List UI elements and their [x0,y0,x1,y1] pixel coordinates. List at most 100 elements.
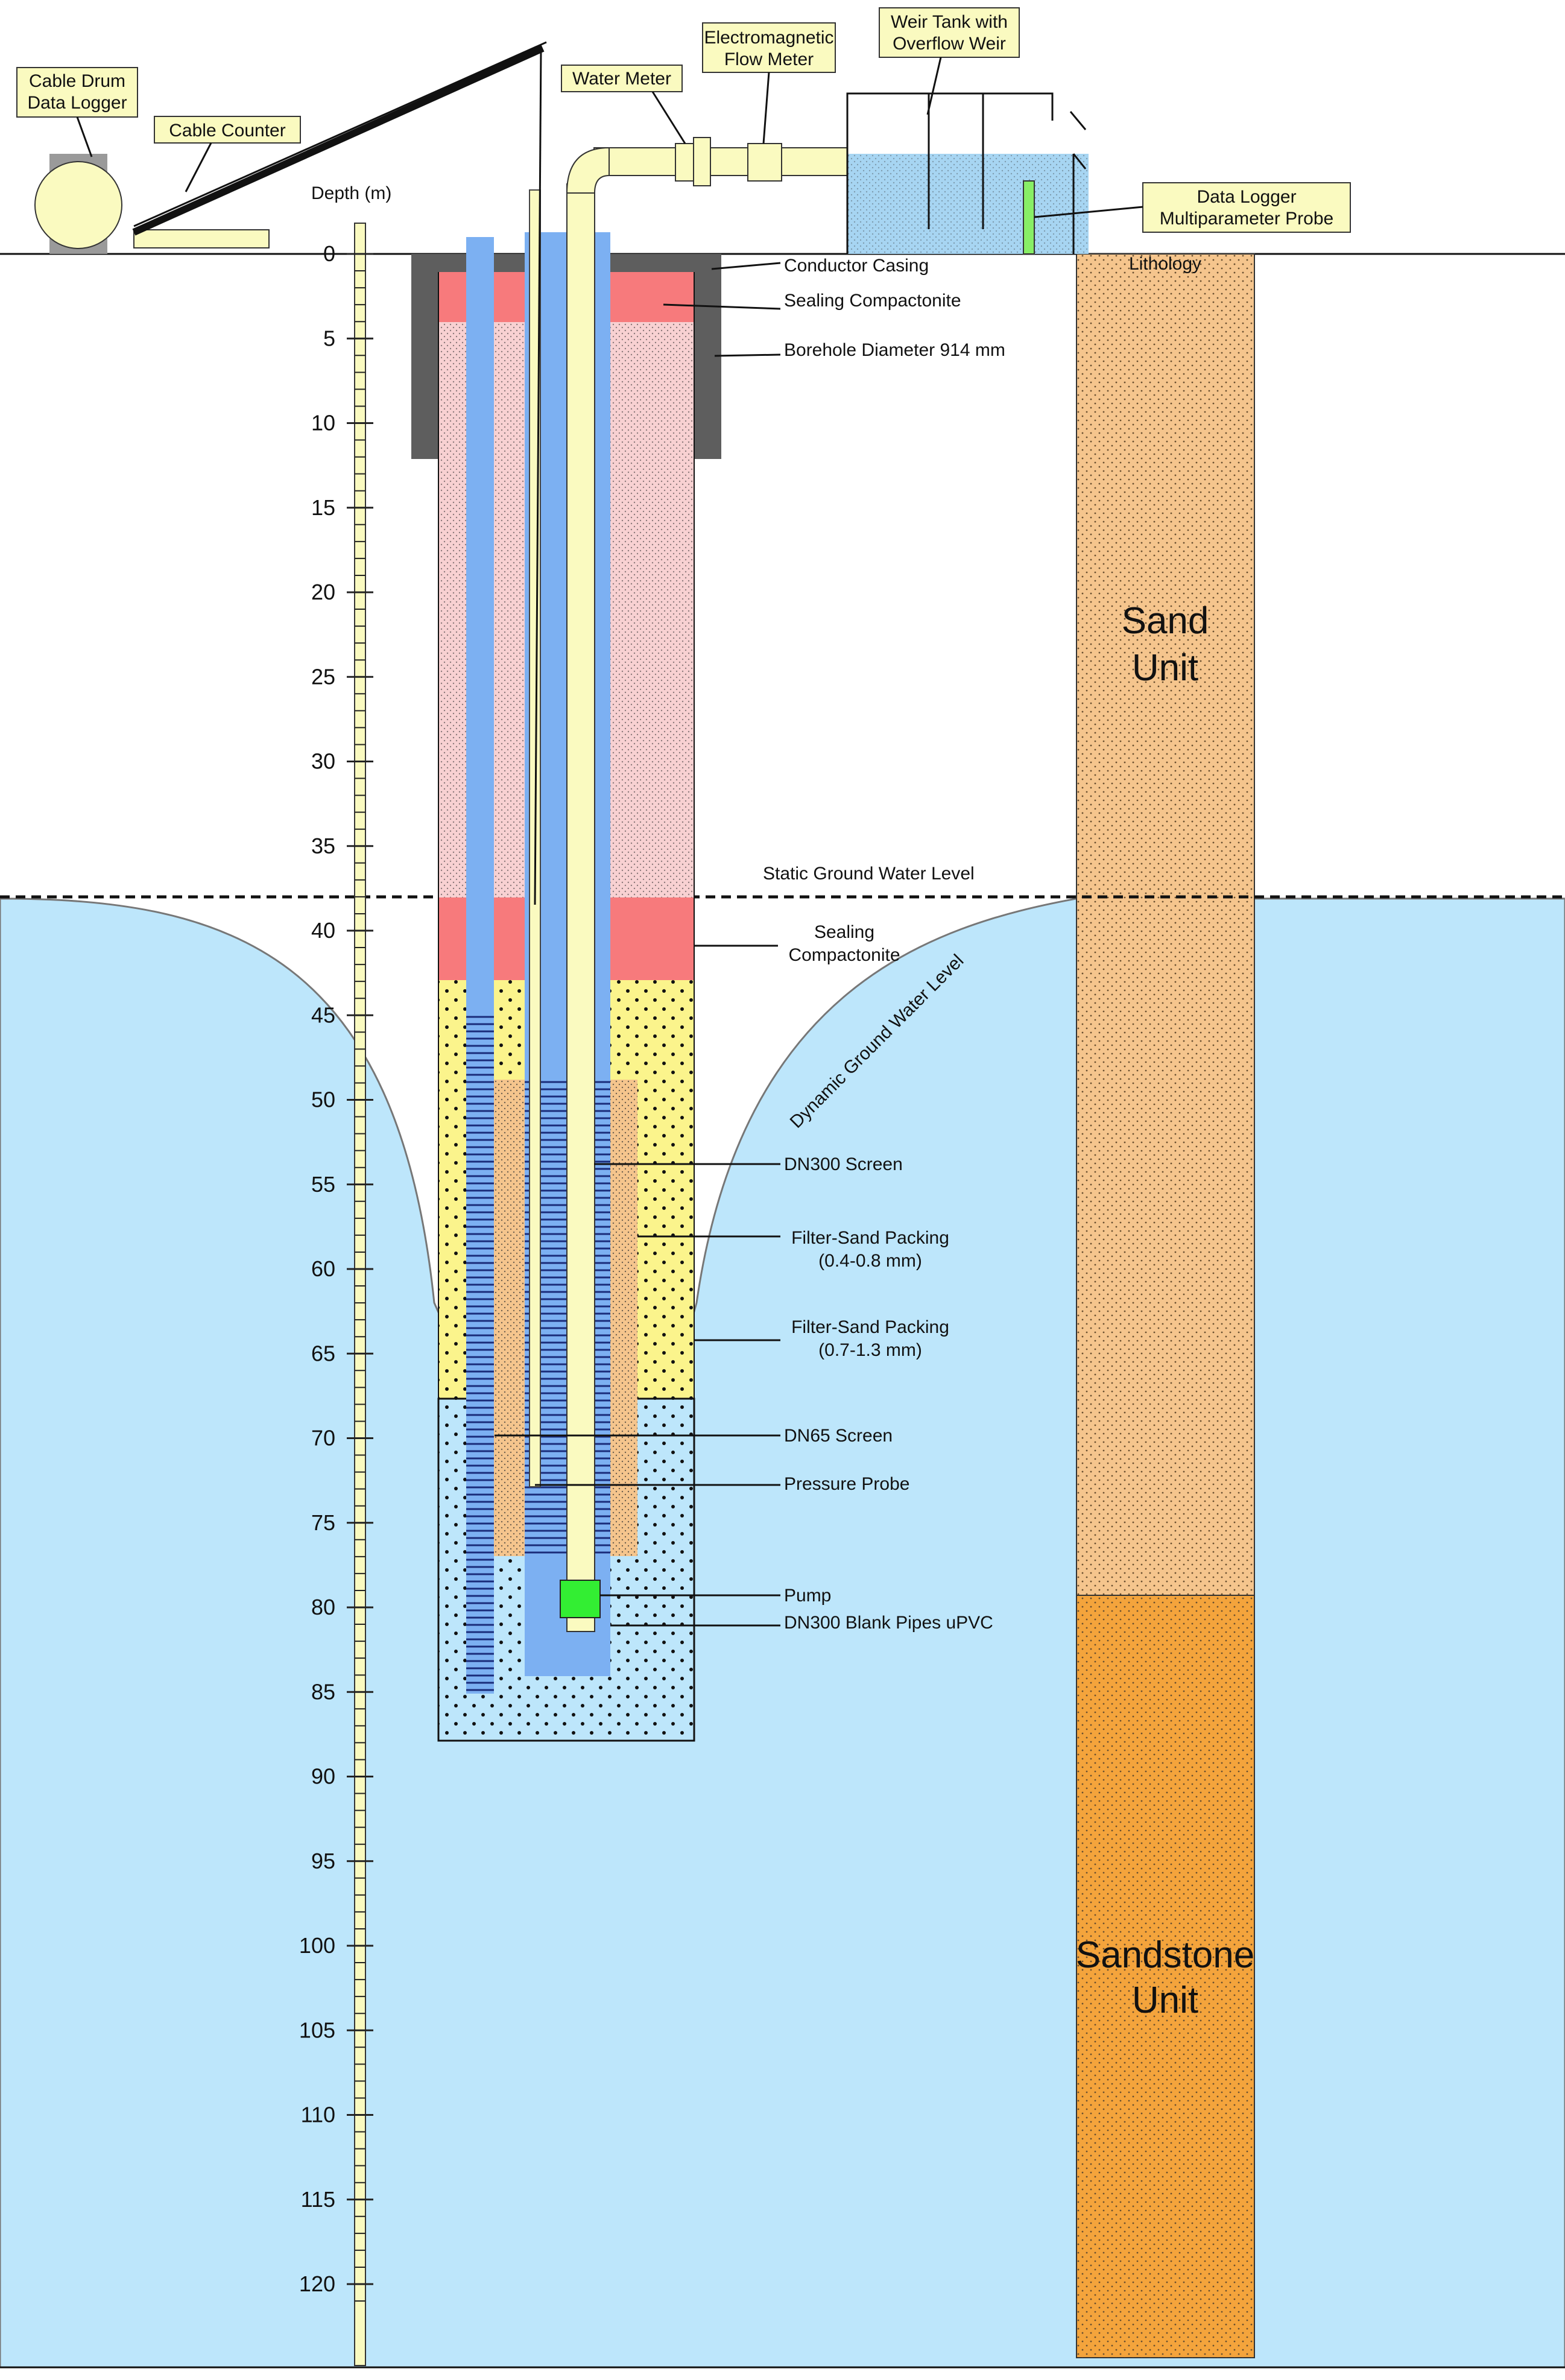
cable-drum-leader [76,116,93,157]
depth-tick-label: 0 [323,241,335,266]
discharge-elbow [566,147,610,194]
depth-tick-label: 90 [311,1764,335,1789]
cable-drum [34,161,122,249]
weir-tank-flap [1069,111,1087,130]
blank-pipes-label: DN300 Blank Pipes uPVC [784,1613,993,1633]
filter-fine-label-1: Filter-Sand Packing [791,1228,949,1248]
depth-tick-label: 110 [301,2103,335,2127]
depth-tick-label: 65 [311,1341,335,1366]
cable-counter [133,229,270,248]
filter-fine-label-2: (0.4-0.8 mm) [818,1251,922,1271]
depth-tick-label: 105 [299,2018,335,2042]
sandstone-unit-texture [1077,1595,1254,2358]
lithology-title: Lithology [1129,254,1201,274]
flow-meter [747,143,782,182]
depth-tick-label: 35 [311,834,335,858]
sealing-top-leader [663,303,781,310]
dn65-screen-label: DN65 Screen [784,1426,893,1446]
weir-tank-label-box [879,7,1020,58]
depth-tick-label: 95 [311,1849,335,1873]
probe-label-2: Multiparameter Probe [1160,209,1333,229]
weir-tank-label-1: Weir Tank with [891,12,1008,32]
depth-tick-label: 115 [301,2187,335,2212]
sealing-mid-label-1: Sealing [814,922,874,942]
probe-label-box [1142,182,1351,233]
depth-tick-label: 10 [311,411,335,435]
weir-tank-leader [926,57,942,115]
depth-tick-label: 70 [311,1426,335,1451]
sandstone-unit-label-1: Sandstone [1076,1934,1254,1976]
depth-tick-label: 50 [311,1087,335,1112]
depth-ruler-bar [354,223,366,2366]
cable-counter-label: Cable Counter [169,121,285,141]
water-body [0,897,1565,2369]
depth-tick-group: 0 5 10 15 20 25 30 35 40 45 50 55 60 65 70 75 80 85 90 95 10… [299,241,373,2302]
conductor-casing-label: Conductor Casing [784,256,929,276]
filter-coarse-label-1: Filter-Sand Packing [791,1317,949,1337]
borehole-diameter-label: Borehole Diameter 914 mm [784,340,1005,360]
surface-labels: Cable Drum Data Logger Cable Counter Wat… [16,7,1351,233]
cable-drum-label-box [16,67,138,118]
lithology-column [1076,253,1255,2358]
weir-tank-flap2 [1072,153,1087,169]
weir-tank-water-texture [847,154,1089,254]
discharge-pipe [593,147,848,176]
cable-drum-label-2: Data Logger [27,93,127,113]
depth-ruler: Depth (m) [311,183,391,2366]
depth-tick-label: 120 [299,2271,335,2296]
cable-boom [132,45,545,236]
sand-unit-label-2: Unit [1132,647,1198,689]
probe-label-1: Data Logger [1197,187,1296,207]
cable-counter-leader [185,142,212,192]
weir-tank-label-2: Overflow Weir [893,34,1006,54]
depth-tick-label: 40 [311,918,335,943]
depth-tick-label: 20 [311,580,335,604]
probe-leader [1034,206,1143,218]
surface-equipment [34,41,1089,905]
pressure-probe-label: Pressure Probe [784,1474,909,1494]
depth-tick-label: 30 [311,749,335,774]
depth-tick-label: 55 [311,1172,335,1197]
sand-unit-texture [1077,254,1254,1595]
depth-tick-label: 25 [311,664,335,689]
flow-meter-leader [762,72,770,144]
sandstone-unit-label-2: Unit [1132,1980,1198,2021]
depth-tick-label: 80 [311,1595,335,1619]
cable-counter-label-box [154,116,301,144]
depth-axis-title: Depth (m) [311,183,391,203]
depth-tick-label: 75 [311,1510,335,1535]
depth-tick-label: 100 [299,1933,335,1958]
cable-drum-label-1: Cable Drum [29,71,125,91]
dn65-screen-hatch [466,1013,494,1694]
cable-boom-upper [133,41,547,227]
depth-tick-label: 5 [323,326,335,350]
riser-pipe [566,183,595,1632]
depth-tick-label: 85 [311,1679,335,1704]
depth-tick-label: 15 [311,495,335,520]
water-meter-label: Water Meter [572,69,671,89]
depth-tick-label: 45 [311,1002,335,1027]
pump [560,1580,601,1618]
pump-label: Pump [784,1586,831,1606]
multiparameter-probe [1023,180,1035,255]
cable-drop [534,48,542,905]
lithology-labels: Lithology Sand Unit Sandstone Unit [1076,254,1254,2021]
flow-meter-label-2: Flow Meter [724,49,814,69]
water-meter-label-box [561,65,683,92]
depth-tick-label: 60 [311,1256,335,1281]
well-construction [411,183,721,1742]
sand-unit-label-1: Sand [1122,600,1209,642]
flow-meter-label-1: Electromagnetic [704,28,833,48]
static-gwl-label: Static Ground Water Level [763,864,975,884]
weir-tank-wall [846,92,1054,254]
conductor-casing-leader [711,262,781,270]
dn300-screen-label: DN300 Screen [784,1154,903,1174]
sealing-mid-label-2: Compactonite [788,945,900,965]
well-callouts [495,262,781,1627]
filter-coarse-label-2: (0.7-1.3 mm) [818,1340,922,1360]
water-meter-flange [693,137,711,186]
sealing-top-label: Sealing Compactonite [784,291,961,311]
water-meter-leader [651,91,686,144]
